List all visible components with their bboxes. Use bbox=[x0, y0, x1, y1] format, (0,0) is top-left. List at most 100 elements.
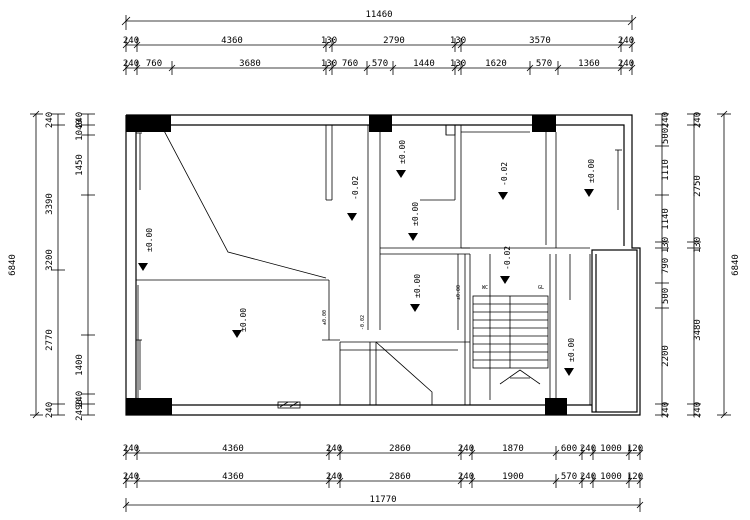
level-label: ±0.00 bbox=[239, 308, 248, 332]
level-label: ±0.00 bbox=[587, 159, 596, 183]
level-triangle bbox=[396, 170, 406, 178]
level-triangle bbox=[500, 276, 510, 284]
right-inner-dim-3: 1110 bbox=[661, 159, 671, 181]
left-dimensions: 6840 240 3390 3200 2770 240 240 1040 145… bbox=[8, 110, 95, 421]
top-row2-dim-7: 1440 bbox=[413, 59, 435, 69]
bottom-row2-dim-10: 120 bbox=[627, 472, 643, 482]
right-dimensions: 240 500 1110 1140 130 790 500 2200 240 2… bbox=[655, 110, 741, 419]
right-inner-dim-4: 1140 bbox=[661, 208, 671, 230]
bottom-row2-dim-4: 2860 bbox=[389, 472, 411, 482]
room-tag: GL bbox=[538, 285, 544, 291]
top-row1-dim-1: 240 bbox=[123, 36, 139, 46]
bottom-row2-dim-8: 240 bbox=[580, 472, 596, 482]
top-row1-ticks bbox=[122, 38, 636, 52]
top-row2-dim-9: 1620 bbox=[485, 59, 507, 69]
right-outer-dim-1: 240 bbox=[693, 112, 703, 128]
bottom-row1-dim-3: 240 bbox=[326, 444, 342, 454]
top-row2-dim-2: 760 bbox=[146, 59, 162, 69]
right-inner-dim-1: 240 bbox=[661, 112, 671, 128]
right-inner-dim-5: 130 bbox=[661, 237, 671, 253]
top-row1-dim-2: 4360 bbox=[221, 36, 243, 46]
top-row2-dim-11: 1360 bbox=[578, 59, 600, 69]
staircase bbox=[472, 295, 549, 385]
left-inner-dim-6: 2490 bbox=[75, 399, 85, 421]
left-inner-dim-1: 240 bbox=[75, 112, 85, 128]
top-row2-dim-4: 130 bbox=[321, 59, 337, 69]
level-label: ±0.00 bbox=[456, 285, 462, 300]
level-label: -0.02 bbox=[351, 176, 360, 200]
top-row2-dim-12: 240 bbox=[618, 59, 634, 69]
level-triangle bbox=[498, 192, 508, 200]
bottom-row2-dim-9: 1000 bbox=[600, 472, 622, 482]
level-triangle bbox=[232, 330, 242, 338]
left-inner-dim-4: 1400 bbox=[75, 354, 85, 376]
level-triangle bbox=[410, 304, 420, 312]
right-outer-dim-5: 240 bbox=[693, 402, 703, 418]
left-inner-dim-2: 1040 bbox=[75, 119, 85, 141]
left-outer-dim-4: 2770 bbox=[45, 329, 55, 351]
top-total-dim: 11460 bbox=[365, 10, 392, 20]
right-outer-dim-4: 3480 bbox=[693, 319, 703, 341]
bottom-row1-dim-7: 600 bbox=[561, 444, 577, 454]
bottom-row2-dim-1: 240 bbox=[123, 472, 139, 482]
interior-walls bbox=[136, 124, 622, 405]
left-outer-dim-3: 3200 bbox=[45, 249, 55, 271]
level-label: ±0.00 bbox=[145, 228, 154, 252]
top-dimensions: 11460 240 4360 130 2790 130 3570 240 bbox=[121, 10, 637, 75]
right-outer-dim-3: 130 bbox=[693, 237, 703, 253]
right-inner-dim-7: 500 bbox=[661, 288, 671, 304]
top-row2-dim-1: 240 bbox=[123, 59, 139, 69]
right-inner-dim-2: 500 bbox=[661, 128, 671, 144]
bottom-row1-dim-9: 1000 bbox=[600, 444, 622, 454]
left-outer-dim-1: 240 bbox=[45, 112, 55, 128]
bottom-row1-dim-5: 240 bbox=[458, 444, 474, 454]
level-label: ±0.00 bbox=[322, 310, 328, 325]
bottom-row1-dim-2: 4360 bbox=[222, 444, 244, 454]
level-label: ±0.00 bbox=[413, 274, 422, 298]
exterior-walls bbox=[125, 114, 641, 416]
level-label: -0.02 bbox=[503, 246, 512, 270]
bottom-row2-dim-5: 240 bbox=[458, 472, 474, 482]
bottom-total-dim: 11770 bbox=[369, 495, 396, 505]
top-row2-dim-10: 570 bbox=[536, 59, 552, 69]
top-row2-dim-5: 760 bbox=[342, 59, 358, 69]
room-tags: WC GL bbox=[482, 285, 544, 291]
top-row2-ticks bbox=[122, 61, 636, 75]
left-inner-dim-5: 240 bbox=[75, 391, 85, 407]
level-markers bbox=[138, 170, 594, 376]
bottom-row1-dim-10: 120 bbox=[627, 444, 643, 454]
top-row1-dim-4: 2790 bbox=[383, 36, 405, 46]
column-ne bbox=[532, 115, 556, 132]
top-row2-dim-6: 570 bbox=[372, 59, 388, 69]
bottom-row1-dim-1: 240 bbox=[123, 444, 139, 454]
right-inner-dim-9: 240 bbox=[661, 402, 671, 418]
column-se bbox=[545, 398, 567, 415]
right-outer-dim-2: 2750 bbox=[693, 175, 703, 197]
top-row2-dim-3: 3680 bbox=[239, 59, 261, 69]
level-label: ±0.00 bbox=[567, 338, 576, 362]
level-labels: ±0.00 ±0.00 -0.02 ±0.00 ±0.00 ±0.00 -0.0… bbox=[145, 140, 596, 362]
bottom-row1-dim-6: 1870 bbox=[502, 444, 524, 454]
left-outer-dim-2: 3390 bbox=[45, 193, 55, 215]
left-outer-dim-5: 240 bbox=[45, 402, 55, 418]
level-triangle bbox=[408, 233, 418, 241]
right-inner-dim-6: 790 bbox=[661, 258, 671, 274]
level-triangle bbox=[347, 213, 357, 221]
doors bbox=[277, 401, 301, 409]
right-total-dim: 6840 bbox=[731, 254, 741, 276]
right-inner-dim-8: 2200 bbox=[661, 345, 671, 367]
bottom-row1-dim-8: 240 bbox=[580, 444, 596, 454]
column-sw bbox=[126, 398, 172, 415]
level-label: -0.02 bbox=[500, 162, 509, 186]
bottom-row2-dim-6: 1900 bbox=[502, 472, 524, 482]
bottom-row2-ticks bbox=[122, 474, 644, 488]
bottom-row2-dim-2: 4360 bbox=[222, 472, 244, 482]
level-triangle bbox=[564, 368, 574, 376]
bottom-row1-ticks bbox=[122, 446, 644, 460]
bottom-row2-dim-7: 570 bbox=[561, 472, 577, 482]
column-n-mid bbox=[369, 115, 392, 132]
top-row1-dim-5: 130 bbox=[450, 36, 466, 46]
top-row2-dim-8: 130 bbox=[450, 59, 466, 69]
level-triangle bbox=[584, 189, 594, 197]
